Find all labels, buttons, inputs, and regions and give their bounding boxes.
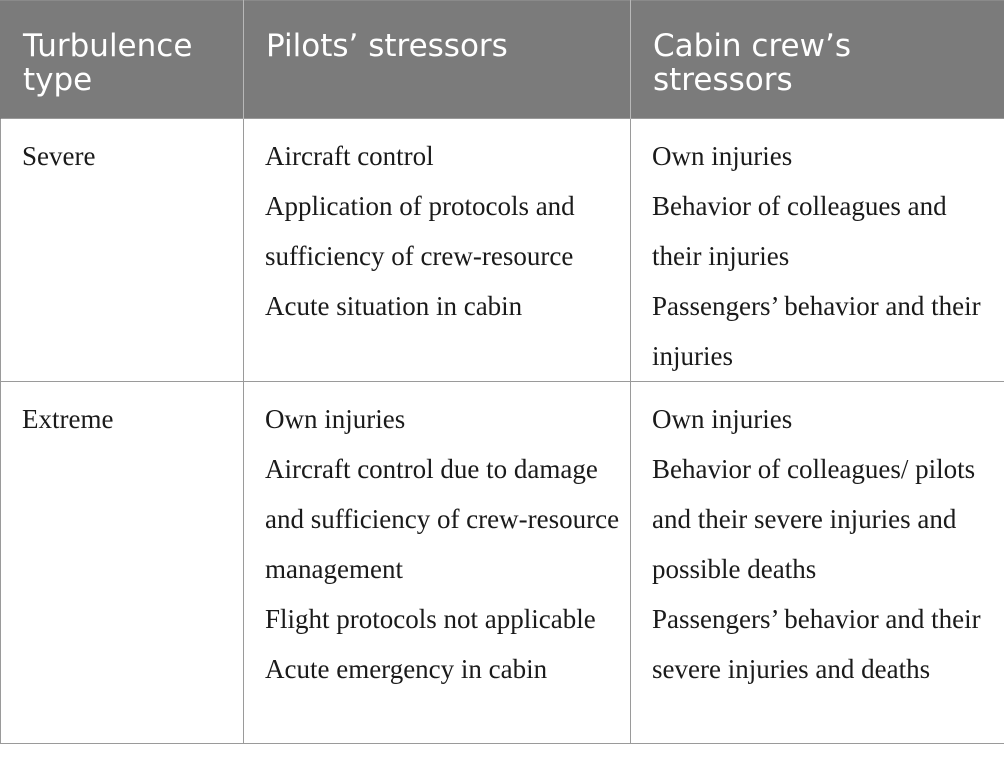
header-pilots-stressors: Pilots’ stressors [243, 0, 631, 119]
cell-cabin-crew-stressors: Own injuries Behavior of colleagues and … [630, 118, 1004, 382]
turbulence-type-label: Severe [22, 141, 96, 171]
turbulence-type-label: Extreme [22, 404, 114, 434]
cell-cabin-crew-stressors: Own injuries Behavior of colleagues/ pil… [630, 381, 1004, 744]
cell-turbulence-type: Extreme [0, 381, 244, 744]
stressor-item: Own injuries [265, 404, 406, 434]
table-row-severe: Severe Aircraft control Application of p… [0, 118, 1004, 382]
header-row: Turbulence type Pilots’ stressors Cabin … [0, 0, 1004, 119]
cell-pilots-stressors: Own injuries Aircraft control due to dam… [243, 381, 631, 744]
stressor-item: Flight protocols not applicable [265, 604, 596, 634]
header-cabin-crew-stressors: Cabin crew’s stressors [630, 0, 1004, 119]
stressor-item: Behavior of colleagues/ pilots and their… [652, 454, 976, 584]
header-turbulence-type: Turbulence type [0, 0, 244, 119]
stressor-item: Own injuries [652, 141, 793, 171]
stressor-item: Acute situation in cabin [265, 291, 523, 321]
stressor-item: Own injuries [652, 404, 793, 434]
stressor-item: Behavior of colleagues and their injurie… [652, 191, 947, 271]
stressor-item: Application of protocols and sufficiency… [265, 191, 575, 271]
stressor-item: Aircraft control due to damage and suffi… [265, 454, 620, 584]
table-header: Turbulence type Pilots’ stressors Cabin … [0, 0, 1004, 119]
stressor-item: Acute emergency in cabin [265, 654, 548, 684]
stressor-item: Passengers’ behavior and their injuries [652, 291, 981, 371]
cell-turbulence-type: Severe [0, 118, 244, 382]
cell-pilots-stressors: Aircraft control Application of protocol… [243, 118, 631, 382]
stressors-table: Turbulence type Pilots’ stressors Cabin … [0, 0, 1004, 744]
stressor-item: Passengers’ behavior and their severe in… [652, 604, 981, 684]
stressor-item: Aircraft control [265, 141, 434, 171]
table-row-extreme: Extreme Own injuries Aircraft control du… [0, 381, 1004, 744]
table-body: Severe Aircraft control Application of p… [0, 118, 1004, 744]
